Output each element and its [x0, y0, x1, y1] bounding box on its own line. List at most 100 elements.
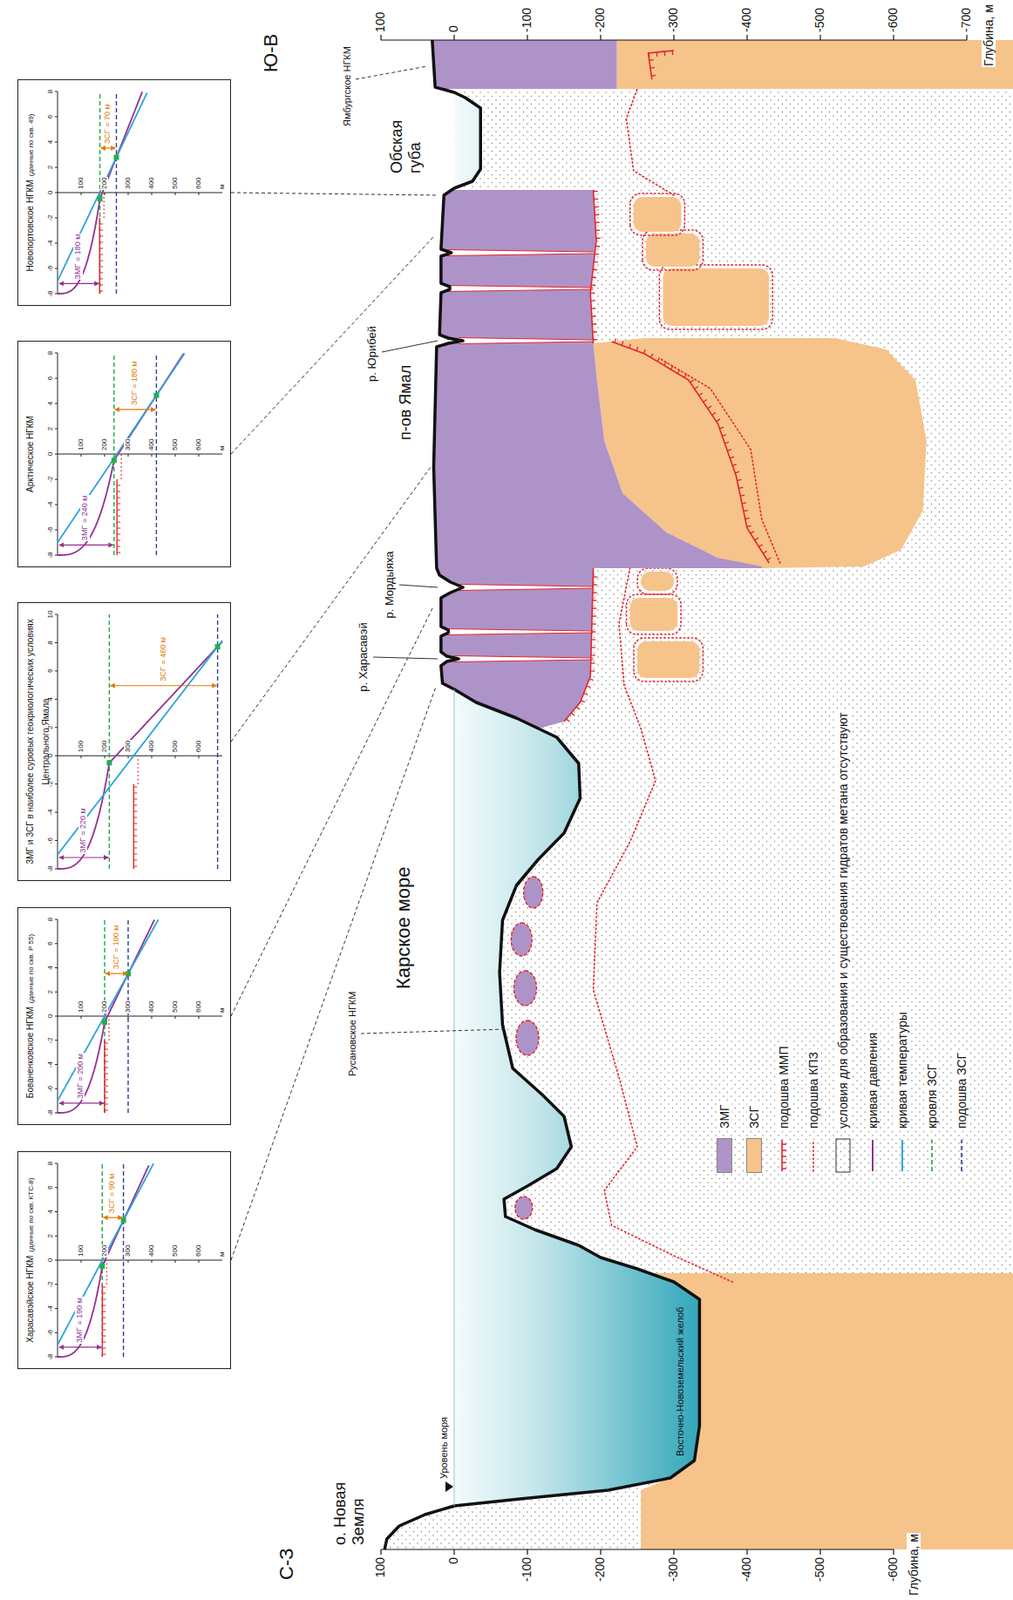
axis-tick: 100 [373, 11, 388, 34]
axis-title: Глубина, м [906, 1533, 921, 1598]
field-label: Русановское НГКМ [346, 991, 359, 1078]
inset-tick [54, 1040, 58, 1041]
depth-tick: 400 [147, 1000, 156, 1014]
relic-permafrost-lens [515, 1196, 533, 1220]
temperature-tick: -4 [46, 500, 55, 509]
intersection-mark [101, 1019, 108, 1026]
leader-line [231, 606, 434, 1017]
axis-tick-mark [965, 34, 967, 41]
depth-tick: 100 [76, 1244, 85, 1258]
river-talik [447, 250, 594, 257]
legend-swatch [746, 1138, 762, 1174]
temperature-curve [57, 640, 223, 856]
legend-text: подошва ЗСГ [954, 1050, 969, 1132]
legend-sample [835, 1138, 851, 1174]
inset-tick [54, 1064, 58, 1066]
zsg-bracket [101, 147, 116, 149]
legend-sample [894, 1138, 911, 1174]
leader-line [231, 236, 435, 455]
legend-text: кривая температуры [895, 1009, 910, 1132]
zmg-thickness: ЗМГ = 240 м [80, 495, 89, 543]
zsg-thickness: ЗСГ = 460 м [158, 636, 168, 683]
inset-tick [54, 1308, 58, 1310]
unit-label: м [217, 183, 226, 191]
axis-tick-mark [892, 1550, 894, 1556]
permafrost-ticks [648, 50, 673, 76]
axis-tick: -500 [812, 1556, 827, 1584]
inset-tick [128, 1260, 130, 1264]
depth-tick: 400 [147, 1244, 156, 1258]
depth-tick: 200 [100, 438, 109, 452]
leader-line [231, 467, 431, 742]
leader-line [355, 66, 428, 80]
axis-tick-mark [746, 34, 748, 41]
inset-tick [54, 869, 58, 871]
leader-line [399, 584, 438, 588]
inset-tick [54, 353, 58, 354]
axis-tick: -300 [666, 6, 680, 34]
permafrost-ticks [104, 1043, 109, 1111]
inset-tick [151, 192, 153, 196]
zsg-thickness: ЗСГ = 90 м [107, 1173, 116, 1216]
inset-title: Харасавэйское НГКМ [25, 1256, 35, 1344]
inset-tick [128, 755, 130, 759]
river-label: р. Мордыяха [383, 550, 397, 619]
temperature-tick: 8 [46, 350, 55, 356]
stable-hydrate-zone [633, 197, 682, 232]
leader-line [373, 657, 438, 660]
inset-tick [54, 217, 58, 219]
inset-tick [54, 670, 58, 672]
river-talik [454, 656, 594, 663]
leader-line [360, 1029, 506, 1034]
river-talik [458, 584, 594, 592]
inset-tick [54, 1284, 58, 1285]
depth-tick: 100 [76, 740, 85, 754]
axis-tick-mark [380, 34, 381, 41]
temperature-tick: 2 [46, 426, 55, 432]
temperature-tick: 4 [46, 965, 55, 971]
depth-tick: 200 [100, 1244, 109, 1258]
no-hydrate-zone [384, 40, 1013, 1551]
inset-title: Арктическое НГКМ [25, 415, 35, 493]
temperature-tick: -4 [46, 1305, 55, 1313]
axis-tick: 0 [446, 24, 461, 34]
inset-tick [81, 1016, 82, 1020]
legend-swatch [716, 1138, 733, 1174]
zsg-base-line [156, 353, 157, 556]
permafrost-base [101, 1284, 103, 1358]
axis-tick: -400 [739, 6, 754, 34]
temperature-tick: 0 [46, 753, 55, 759]
inset-tick [54, 504, 58, 506]
temperature-tick: 4 [46, 1209, 55, 1215]
temperature-tick: 8 [46, 1161, 55, 1167]
inset-tick [54, 967, 58, 969]
temperature-tick: 0 [46, 1013, 55, 1020]
permafrost-base [133, 784, 135, 870]
legend-row: кривая температуры [894, 1009, 911, 1174]
zsg-bracket [115, 408, 157, 410]
kpz-base [106, 1260, 108, 1285]
temperature-tick: 2 [46, 164, 55, 170]
axis-tick-mark [746, 1550, 748, 1556]
inset-source: (данные по скв. Р 55) [27, 934, 35, 1004]
permafrost-base [115, 479, 117, 556]
depth-tick: 300 [123, 1000, 132, 1014]
temperature-tick: 6 [46, 941, 55, 947]
river-talik [458, 338, 594, 345]
river-label: р. Харасавэй [357, 621, 371, 693]
depth-tick: 400 [147, 438, 156, 452]
temperature-tick: -6 [46, 1085, 55, 1094]
temperature-tick: -6 [46, 525, 55, 534]
depth-tick: 100 [76, 1000, 85, 1014]
metastable-hydrate-zone [433, 343, 762, 569]
axis-tick: 0 [446, 1556, 461, 1566]
inset-tick [151, 1016, 153, 1020]
unit-label: м [217, 445, 226, 453]
inset-tick [54, 919, 58, 921]
inset-axis [57, 192, 223, 194]
inset-tick [54, 1163, 58, 1165]
depth-tick: 600 [194, 176, 203, 191]
axis-tick-mark [673, 1550, 674, 1556]
inset-tick [175, 192, 177, 196]
inset-tick [104, 454, 106, 457]
